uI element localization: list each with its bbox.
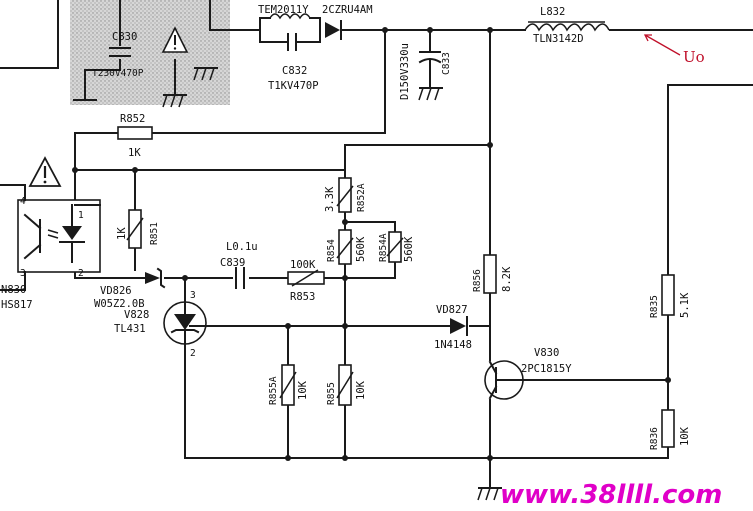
label-uo: Uo (683, 48, 705, 66)
label-r856-value: 8.2K (501, 266, 513, 292)
optocoupler-n830 (17, 184, 101, 291)
label-v828: V828 (124, 309, 149, 321)
label-pin4: 4 (20, 196, 26, 207)
label-tl431: TL431 (114, 323, 146, 335)
diode-vd827 (447, 316, 468, 336)
label-vd827-part: 1N4148 (434, 339, 472, 351)
junction-dots (72, 27, 671, 461)
label-r835: R835 (649, 295, 660, 318)
label-r854a-value: 560K (403, 236, 415, 262)
output-arrow-icon (643, 34, 681, 56)
warning-triangle-icon (161, 26, 189, 53)
ground-icon (193, 67, 218, 81)
inductor-tem2011y (269, 13, 321, 20)
label-2cz: 2CZRU4AM (322, 4, 373, 16)
zener-diode-vd826 (145, 267, 166, 289)
resistor-r854a (386, 231, 404, 263)
label-v830-part: 2PC1815Y (521, 363, 572, 375)
resistor-r852a (336, 177, 354, 213)
label-r854a: R854A (378, 233, 389, 262)
label-r852-value: 1K (128, 147, 141, 159)
label-c833: C833 (441, 52, 452, 75)
label-r855: R855 (326, 382, 337, 405)
primary-side-shaded-region (70, 0, 230, 105)
label-tl431-pin2: 2 (190, 348, 196, 359)
resistor-r853 (287, 269, 325, 287)
label-c832: C832 (282, 65, 307, 77)
label-vd827: VD827 (436, 304, 468, 316)
label-r855a: R855A (268, 376, 279, 405)
resistor-r855a (279, 364, 297, 406)
label-r836: R836 (649, 427, 660, 450)
label-r853: R853 (290, 291, 315, 303)
label-r851: R851 (149, 222, 160, 245)
label-v830: V830 (534, 347, 559, 359)
resistor-r852 (117, 126, 153, 140)
resistor-r856 (483, 254, 497, 294)
ground-icon (477, 487, 502, 501)
label-d150v: D150V330u (399, 43, 411, 100)
label-t230: T230V470P (92, 68, 144, 79)
label-n830: N830 (1, 284, 26, 296)
ground-icon (162, 94, 187, 108)
resistor-r836 (661, 409, 675, 448)
wires (0, 0, 753, 489)
label-pin2: 2 (78, 268, 84, 279)
label-tln: TLN3142D (533, 33, 584, 45)
resistor-r851 (126, 209, 144, 249)
label-r855-value: 10K (355, 380, 367, 400)
label-r835-value: 5.1K (679, 292, 691, 318)
label-l832: L832 (540, 6, 565, 18)
label-r856: R856 (472, 269, 483, 292)
labels: C830 T230V470P TEM2011Y 2CZRU4AM C832 T1… (1, 4, 722, 510)
capacitor-c830 (109, 47, 131, 57)
label-pin1: 1 (78, 210, 84, 221)
label-vd826: VD826 (100, 285, 132, 297)
label-r854-value: 560K (355, 236, 367, 262)
zener-diode-2cz (319, 17, 356, 43)
shunt-regulator-v828 (163, 301, 207, 346)
watermark-text: www.38llll.com (500, 480, 722, 510)
label-r853-value: 100K (290, 259, 316, 271)
capacitor-c833 (418, 51, 442, 89)
transistor-v830 (484, 360, 524, 400)
label-c839: C839 (220, 257, 245, 269)
label-t1kv470p: T1KV470P (268, 80, 319, 92)
resistor-r854 (336, 229, 354, 265)
label-r855a-value: 10K (297, 380, 309, 400)
label-r836-value: 10K (679, 426, 691, 446)
label-vd826-part: W05Z2.0B (94, 298, 145, 310)
warning-triangle-icon (28, 156, 62, 187)
resistor-r855 (336, 364, 354, 406)
label-r852: R852 (120, 113, 145, 125)
inductor-l832 (524, 21, 610, 32)
label-r851-value: 1K (116, 227, 128, 240)
label-tem2011y: TEM2011Y (258, 4, 309, 16)
ground-icon (418, 87, 443, 101)
resistor-r835 (661, 274, 675, 316)
label-r852a-value: 3.3K (324, 186, 336, 212)
label-hs817: HS817 (1, 299, 33, 311)
label-pin3: 3 (20, 268, 26, 279)
capacitor-c832 (269, 33, 321, 51)
label-r852a: R852A (356, 183, 367, 212)
label-c839-value: L0.1u (226, 241, 258, 253)
label-r854: R854 (326, 239, 337, 262)
label-tl431-pin3: 3 (190, 290, 196, 301)
label-c830: C830 (112, 31, 137, 43)
capacitor-c839 (235, 267, 245, 289)
